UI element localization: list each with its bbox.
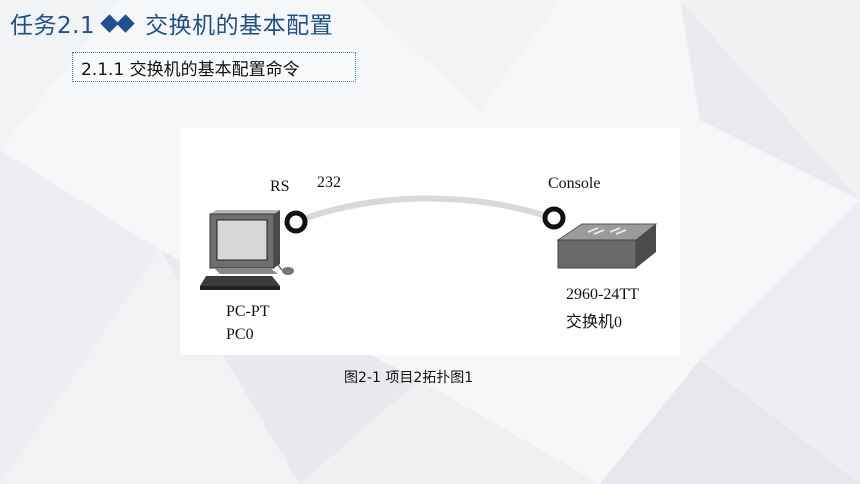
pc-icon [200, 210, 294, 290]
task-title: 交换机的基本配置 [145, 13, 334, 39]
section-title: 2.1.1 交换机的基本配置命令 [81, 59, 300, 80]
cable-label: 232 [317, 174, 341, 191]
switch-name-label: 交换机0 [566, 314, 623, 331]
topology-diagram [200, 195, 658, 290]
switch-port-connector [542, 206, 566, 230]
slide-title: 任务2.1 交换机的基本配置 [10, 6, 333, 40]
console-cable [295, 195, 555, 224]
pc-port-label: RS [270, 178, 290, 195]
pc-name-label: PC0 [226, 326, 254, 343]
topology-figure: RS 232 Console PC-PT PC0 2960-24TT 交换机0 [180, 128, 680, 355]
figure-caption: 图2-1 项目2拓扑图1 [344, 370, 474, 386]
task-label: 任务2.1 [10, 13, 96, 39]
section-title-box: 2.1.1 交换机的基本配置命令 [72, 52, 356, 82]
switch-icon [556, 223, 658, 269]
switch-port-label: Console [548, 175, 601, 192]
diamond-icon [100, 13, 135, 33]
switch-model-label: 2960-24TT [566, 286, 639, 303]
pc-port-connector [284, 210, 308, 234]
pc-model-label: PC-PT [226, 303, 270, 320]
